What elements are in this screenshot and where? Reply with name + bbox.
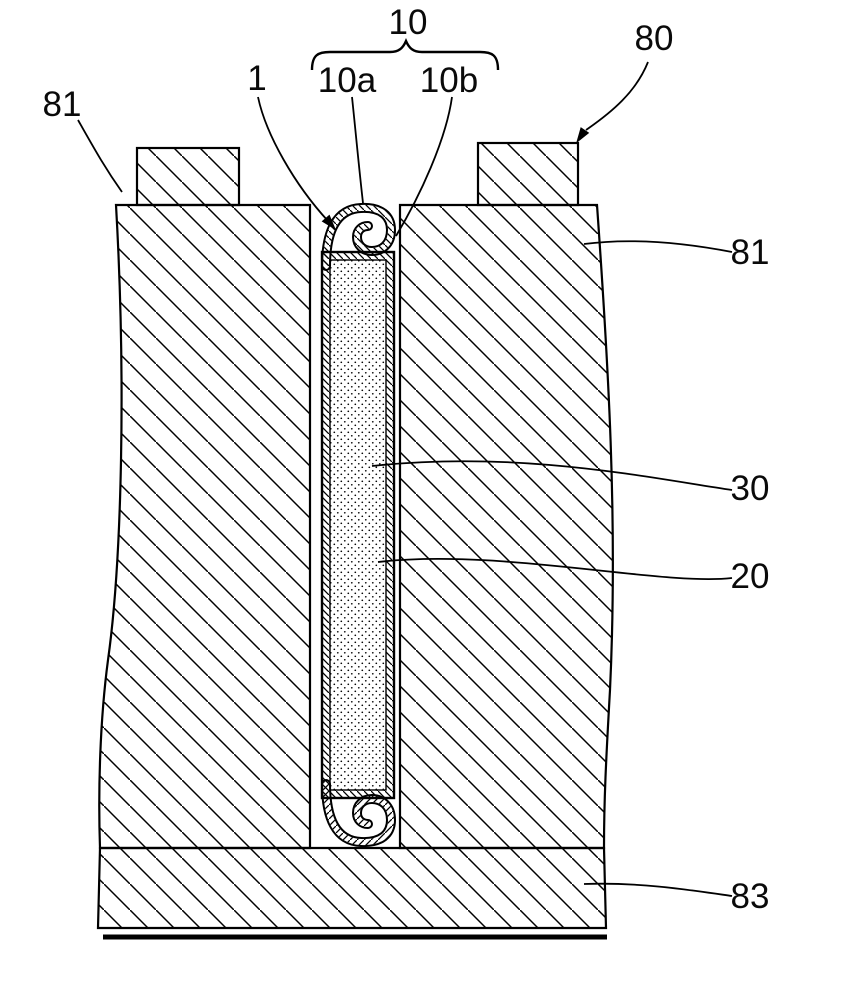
label-10: 10: [389, 3, 428, 42]
hatched-block-left: [98, 203, 312, 850]
label-10b: 10b: [420, 61, 478, 100]
label-81-right: 81: [731, 233, 770, 272]
leader-10a: [351, 96, 364, 204]
case-frame-hatch: [322, 252, 394, 798]
case-outer-edge: [320, 250, 396, 800]
brace-10: [310, 37, 500, 71]
hatched-block-right: [398, 203, 614, 850]
leader-30: [371, 460, 733, 491]
terminal-left: [135, 146, 241, 207]
leader-83: [583, 882, 733, 897]
label-80: 80: [635, 19, 674, 58]
label-81-top-left: 81: [43, 85, 82, 124]
label-83: 83: [731, 877, 770, 916]
leader-80: [585, 61, 649, 131]
leader-81-top-left: [77, 119, 123, 193]
arrowhead-80: [576, 127, 590, 144]
top-curl-seam: [321, 202, 397, 271]
terminal-right: [476, 141, 580, 207]
arrowhead-1: [321, 214, 337, 231]
label-1: 1: [247, 59, 266, 98]
bottom-curl-seam: [321, 779, 397, 848]
label-20: 20: [731, 557, 770, 596]
leader-81-right: [583, 240, 733, 253]
leader-1: [257, 96, 329, 222]
leader-20: [377, 557, 733, 581]
base-strip: [96, 846, 608, 930]
case-inner-edge: [329, 259, 387, 791]
leader-10b: [395, 96, 453, 237]
label-10a: 10a: [318, 61, 377, 100]
label-30: 30: [731, 469, 770, 508]
